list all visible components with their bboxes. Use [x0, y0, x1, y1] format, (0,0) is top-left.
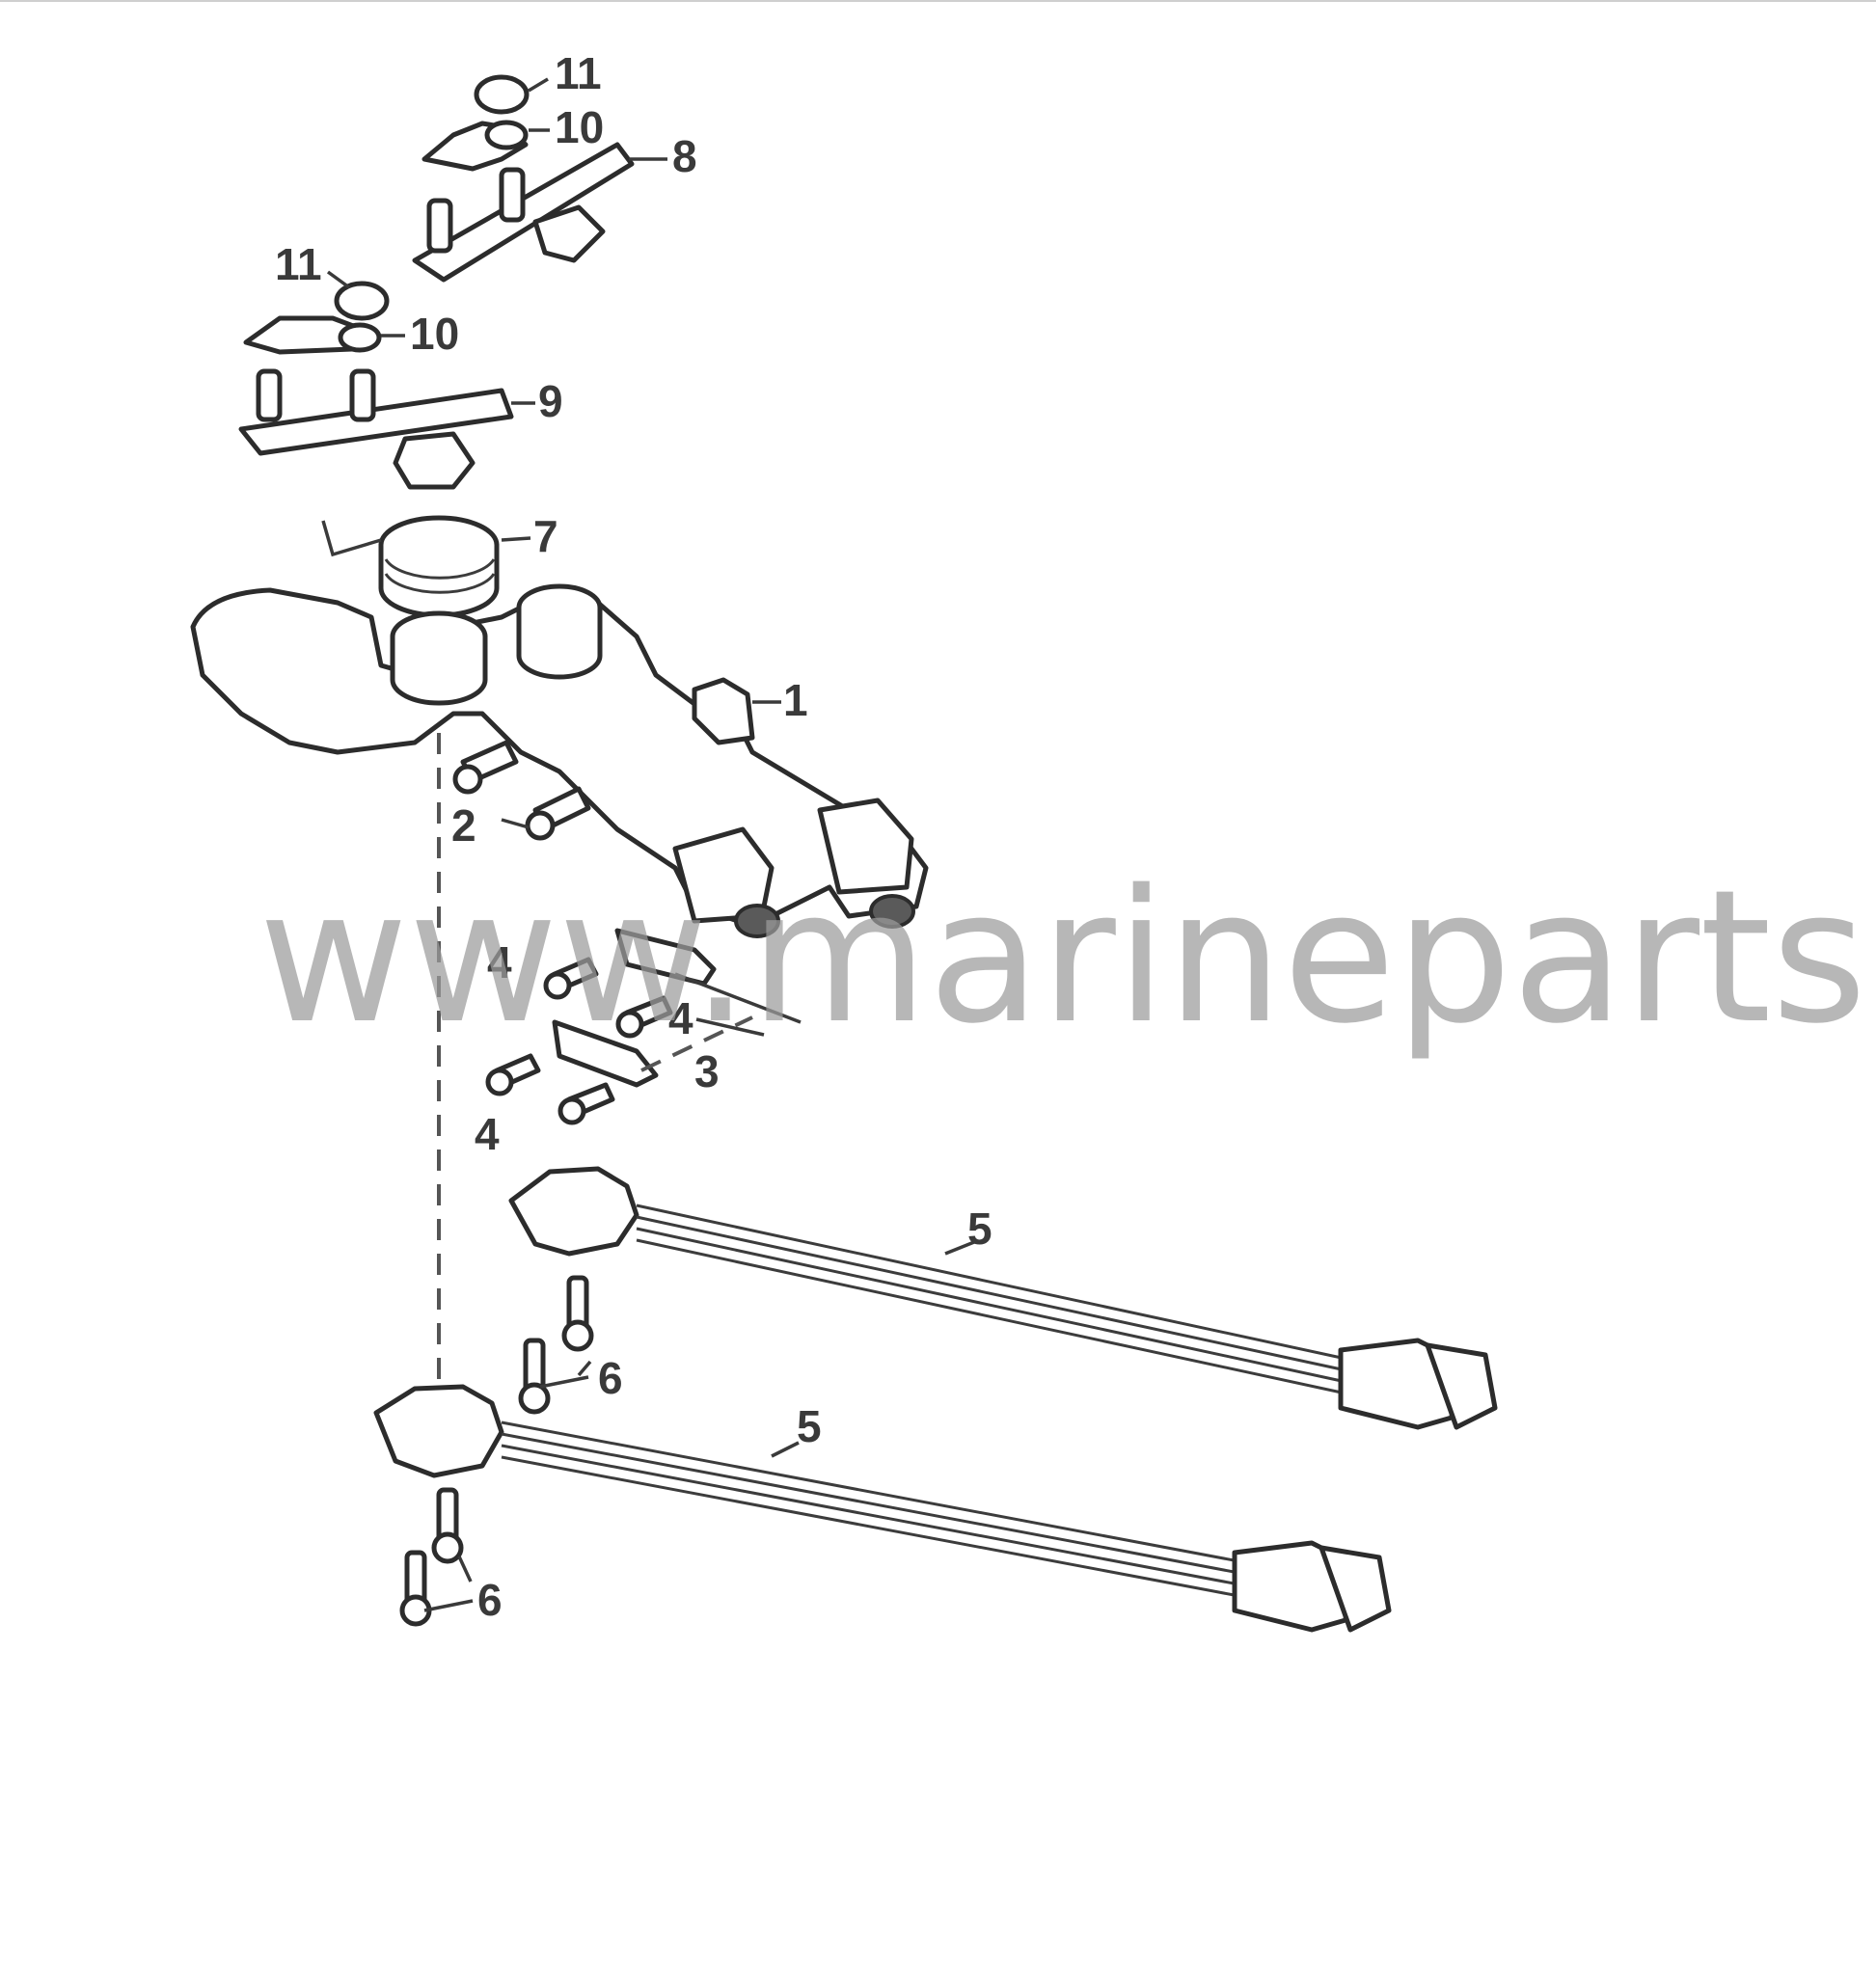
part-5-sensor-upper [508, 1166, 1498, 1430]
callout-6-lower: 6 [477, 1575, 503, 1625]
part-3-linkage [552, 928, 802, 1088]
callout-4-a: 4 [487, 937, 512, 988]
callout-11-lower: 11 [275, 239, 322, 289]
callout-leaders [326, 77, 975, 1612]
watermark-text: www.marineparts.eu [258, 851, 1876, 1064]
callout-4-b: 4 [668, 993, 693, 1043]
part-9-lever [238, 368, 514, 490]
part-4-screws [485, 957, 673, 1125]
part-11-lower [334, 281, 390, 321]
callout-8: 8 [672, 131, 697, 181]
part-5-sensor-lower [373, 1384, 1392, 1633]
part-6-screws [399, 1275, 594, 1627]
callout-11-top: 11 [555, 48, 602, 98]
callout-10-lower: 10 [410, 309, 459, 359]
part-7-spring [321, 515, 500, 618]
callout-10-top: 10 [555, 102, 604, 152]
callout-4-c: 4 [475, 1109, 500, 1159]
callout-5-upper: 5 [967, 1204, 992, 1254]
callout-9: 9 [538, 376, 563, 426]
callout-6-upper: 6 [598, 1353, 623, 1403]
part-10-top [421, 120, 529, 172]
part-10-lower [243, 315, 382, 355]
callout-7: 7 [533, 511, 558, 561]
part-1-bracket [190, 583, 929, 938]
callout-2: 2 [451, 800, 476, 851]
part-2-bolts [452, 740, 591, 841]
part-8-lever [412, 142, 635, 283]
callout-5-lower: 5 [797, 1401, 822, 1451]
callout-3: 3 [694, 1046, 720, 1096]
part-11-top [474, 74, 530, 115]
callout-1: 1 [783, 675, 808, 725]
linkage-dashed-line [640, 1015, 753, 1072]
